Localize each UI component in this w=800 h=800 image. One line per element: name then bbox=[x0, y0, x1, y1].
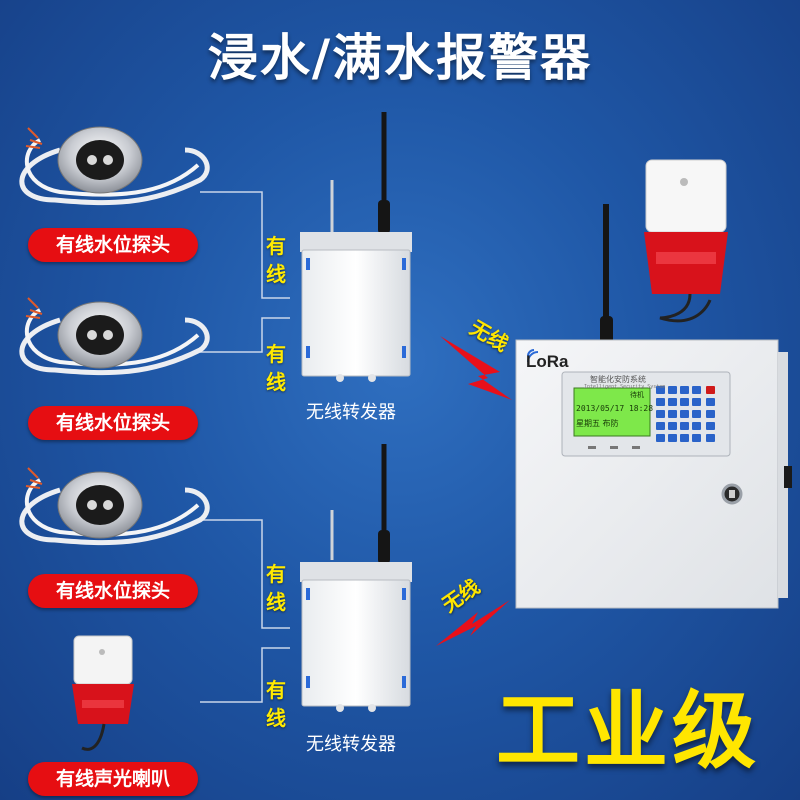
lightning-icon bbox=[436, 600, 510, 646]
sensor-probe-2 bbox=[19, 297, 210, 376]
lcd-status: 待机 bbox=[630, 391, 644, 399]
repeater-label-1: 无线转发器 bbox=[306, 402, 396, 423]
sensor-label-3: 有线水位探头 bbox=[28, 574, 198, 608]
wired-char: 线 bbox=[266, 370, 286, 394]
wired-char: 有 bbox=[266, 342, 286, 366]
sensor-probe-3 bbox=[19, 467, 210, 546]
sensor-label-1: 有线水位探头 bbox=[28, 228, 198, 262]
lora-logo: LoRa bbox=[526, 352, 569, 371]
wired-char: 有 bbox=[266, 678, 286, 702]
wired-label-4: 有 线 bbox=[266, 676, 286, 732]
sensor-probe-1 bbox=[19, 126, 210, 206]
lcd-datetime: 2013/05/17 18:28 bbox=[576, 404, 654, 413]
repeater-device-1 bbox=[300, 112, 412, 382]
wired-label-2: 有 线 bbox=[266, 340, 286, 396]
wired-char: 有 bbox=[266, 234, 286, 258]
sensor-label-2: 有线水位探头 bbox=[28, 406, 198, 440]
repeater-label-2: 无线转发器 bbox=[306, 734, 396, 755]
wired-char: 线 bbox=[266, 706, 286, 730]
page-title: 浸水/满水报警器 bbox=[207, 29, 593, 87]
wired-char: 有 bbox=[266, 562, 286, 586]
wired-char: 线 bbox=[266, 590, 286, 614]
wired-label-3: 有 线 bbox=[266, 560, 286, 616]
panel-header: 智能化安防系统 bbox=[590, 375, 646, 384]
lcd-weekday: 星期五 布防 bbox=[576, 419, 619, 428]
grade-label: 工业级 bbox=[496, 682, 761, 780]
wired-char: 线 bbox=[266, 262, 286, 286]
siren-label: 有线声光喇叭 bbox=[28, 762, 198, 796]
repeater-device-2 bbox=[300, 444, 412, 712]
siren-small-icon bbox=[72, 635, 134, 751]
panel-subheader: Intelligent Security System bbox=[584, 384, 666, 390]
wired-label-1: 有 线 bbox=[266, 232, 286, 288]
